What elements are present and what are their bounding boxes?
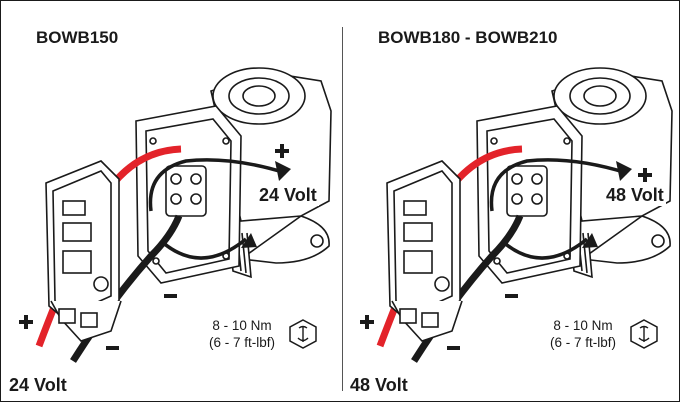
panel-bowb150: BOWB150 24 Volt 24 Volt 8 - 10 Nm (6 - 7… [1, 1, 341, 401]
minus-icon [505, 294, 518, 298]
torque-imperial: (6 - 7 ft-lbf) [549, 335, 616, 350]
panel-divider [342, 27, 343, 391]
supply-voltage-label: 48 Volt [348, 375, 410, 396]
controller-unit [386, 160, 463, 342]
torque-metric: 8 - 10 Nm [553, 318, 613, 333]
torque-wrench-icon [289, 319, 317, 349]
pump-voltage-label: 24 Volt [257, 185, 319, 206]
controller-unit [45, 160, 122, 342]
torque-spec: 8 - 10 Nm (6 - 7 ft-lbf) [202, 317, 282, 351]
rotation-arrow-icon [489, 158, 628, 260]
panel-bowb180-bowb210: BOWB180 - BOWB210 48 Volt 48 Volt 8 - 10… [342, 1, 679, 401]
plus-icon [275, 144, 289, 158]
rotation-arrow-icon [148, 158, 287, 260]
torque-imperial: (6 - 7 ft-lbf) [208, 335, 275, 350]
torque-metric: 8 - 10 Nm [212, 318, 272, 333]
torque-wrench-icon [630, 319, 658, 349]
plus-icon [19, 315, 33, 329]
minus-icon [106, 346, 119, 350]
supply-voltage-label: 24 Volt [7, 375, 69, 396]
model-title: BOWB180 - BOWB210 [378, 28, 558, 47]
minus-icon [164, 294, 177, 298]
pump-illustration [360, 67, 673, 363]
plus-icon [360, 315, 374, 329]
torque-spec: 8 - 10 Nm (6 - 7 ft-lbf) [543, 317, 623, 351]
pump-voltage-label: 48 Volt [604, 185, 666, 206]
pump-illustration [19, 67, 332, 363]
model-title: BOWB150 [36, 28, 119, 47]
minus-icon [447, 346, 460, 350]
plus-icon [638, 168, 652, 182]
